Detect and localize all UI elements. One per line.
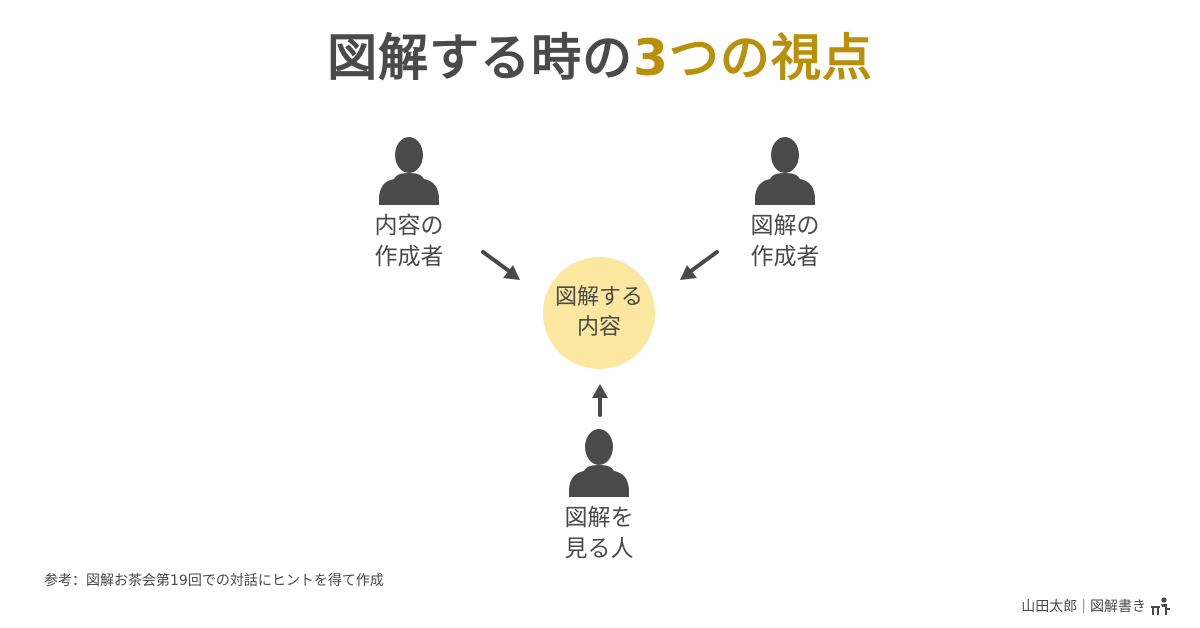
person-label: 図解を 見る人 [519,503,679,565]
person-label-line2: 作成者 [374,244,444,270]
person-label-line2: 作成者 [750,244,820,270]
person-label: 内容の 作成者 [329,211,489,273]
person-diagram-creator: 図解の 作成者 [705,135,865,273]
title-accent: 3つの視点 [633,29,873,87]
person-label-line2: 見る人 [564,536,634,562]
person-label-line1: 内容の [374,213,444,239]
reference-footnote: 参考：図解お茶会第19回での対話にヒントを得て作成 [44,573,384,589]
person-label-line1: 図解を [564,505,634,531]
credit-brand: 図解書き [1090,599,1146,615]
person-icon [755,137,815,205]
credit-author: 山田太郎 [1021,599,1078,615]
center-label-line1: 図解する [554,285,643,310]
writer-at-desk-icon [1151,597,1170,615]
credit: 山田太郎 | 図解書き [1021,596,1172,616]
title-main: 図解する時の [327,29,634,87]
person-icon [569,429,629,497]
credit-separator: | [1081,598,1086,614]
arrow-icon-from-diagram-creator [680,250,719,280]
arrow-icon-from-viewer [592,384,608,417]
person-icon [379,137,439,205]
arrow-icon-from-content-creator [481,250,520,280]
center-label-line2: 内容 [576,315,621,340]
center-content-circle: 図解する 内容 [543,257,655,369]
page-title: 図解する時の3つの視点 [0,18,1200,90]
person-label: 図解の 作成者 [705,211,865,273]
person-viewer: 図解を 見る人 [519,427,679,565]
person-content-creator: 内容の 作成者 [329,135,489,273]
person-label-line1: 図解の [750,213,820,239]
